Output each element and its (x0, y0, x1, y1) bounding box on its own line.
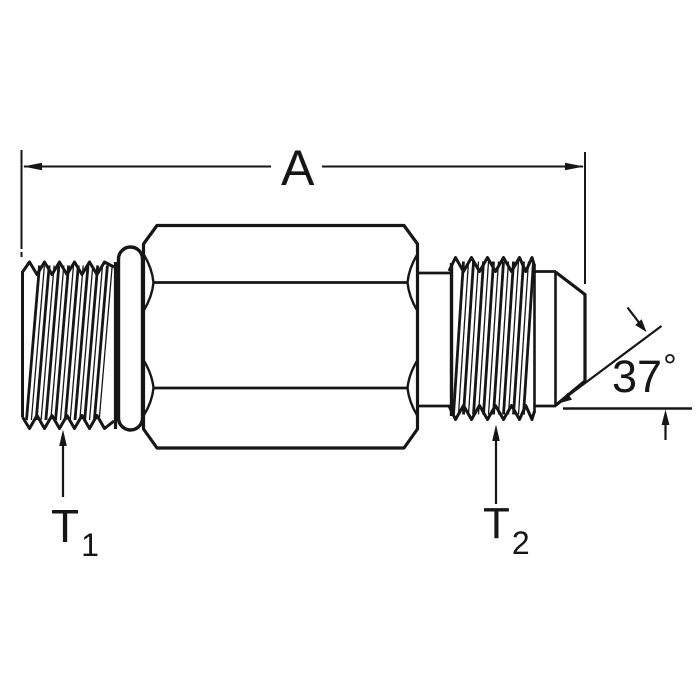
thread-hatch-line (462, 261, 475, 415)
thread-hatch-line (88, 265, 104, 421)
flare-angle-up-arrowhead-icon (661, 409, 670, 425)
t2-arrowhead-icon (492, 424, 500, 441)
thread-hatch-line (467, 261, 480, 415)
thread-hatch-line (63, 265, 80, 421)
hex-body (141, 223, 420, 450)
thread-hatch-line (472, 261, 485, 415)
thread-hatch-line (93, 265, 109, 421)
thread-hatch-line (452, 261, 465, 415)
hex-left-upper-corner-arc (142, 253, 155, 312)
thread-hatch-line (59, 265, 75, 421)
thread-hatch-line (79, 265, 94, 421)
thread-hatch-line (492, 261, 505, 415)
thread-hatch-line (50, 265, 65, 421)
right-thread-top-profile (447, 256, 536, 273)
hex-right-lower-corner-arc (406, 359, 419, 417)
thread-hatch-line (477, 261, 490, 415)
flare-angle-leader-arrowhead-icon (635, 319, 647, 332)
thread-hatch-line (34, 265, 51, 421)
flare-angle-leader-line (626, 306, 642, 326)
t2-label: T2 (483, 499, 530, 561)
thread-hatch-line (69, 265, 84, 421)
flare-angle-sloped-arrowhead-icon (558, 392, 572, 404)
thread-hatch-line (497, 261, 510, 415)
dimension-a-left-arrowhead-icon (23, 162, 42, 171)
dimension-a: A (20, 140, 586, 284)
thread-hatch-line (457, 261, 470, 415)
thread-hatch-line (44, 265, 61, 421)
thread-hatch-line (54, 265, 70, 421)
right-thread-hatching (452, 261, 535, 415)
hex-right-upper-corner-arc (406, 253, 419, 312)
t1-label: T1 (51, 500, 99, 563)
left-thread-bottom-profile (21, 414, 115, 430)
flare-nose (534, 270, 587, 408)
thread-hatch-line (507, 261, 520, 415)
thread-hatch-line (98, 265, 113, 421)
thread-label-t2: T2 (483, 424, 530, 561)
thread-hatch-line (512, 261, 525, 415)
hex-left-lower-corner-arc (142, 359, 155, 417)
nose-top-chamfer (554, 270, 586, 296)
thread-hatch-line (482, 261, 495, 415)
right-thread (418, 256, 536, 421)
oring-seal (116, 245, 145, 432)
left-thread-hatching (25, 265, 113, 421)
thread-hatch-line (522, 261, 535, 415)
dimension-a-right-arrowhead-icon (565, 162, 584, 171)
thread-hatch-line (502, 261, 515, 415)
degree-symbol: ° (663, 348, 677, 386)
flare-angle-sloped-line (560, 325, 663, 402)
thread-hatch-line (30, 265, 46, 421)
dimension-a-label: A (281, 140, 315, 196)
thread-hatch-line (83, 265, 100, 421)
flare-angle-label: 37° (612, 348, 677, 402)
thread-hatch-line (73, 265, 90, 421)
flare-angle-annotation: 37° (558, 306, 692, 440)
right-thread-bottom-profile (447, 404, 536, 421)
thread-label-t1: T1 (51, 429, 99, 563)
thread-hatch-line (517, 261, 530, 415)
t1-arrowhead-icon (59, 429, 67, 446)
thread-hatch-line (487, 261, 500, 415)
hex-outline (141, 223, 420, 450)
left-thread (21, 260, 118, 430)
left-thread-top-profile (21, 260, 115, 276)
thread-hatch-line (40, 265, 55, 421)
thread-hatch-line (25, 265, 41, 421)
